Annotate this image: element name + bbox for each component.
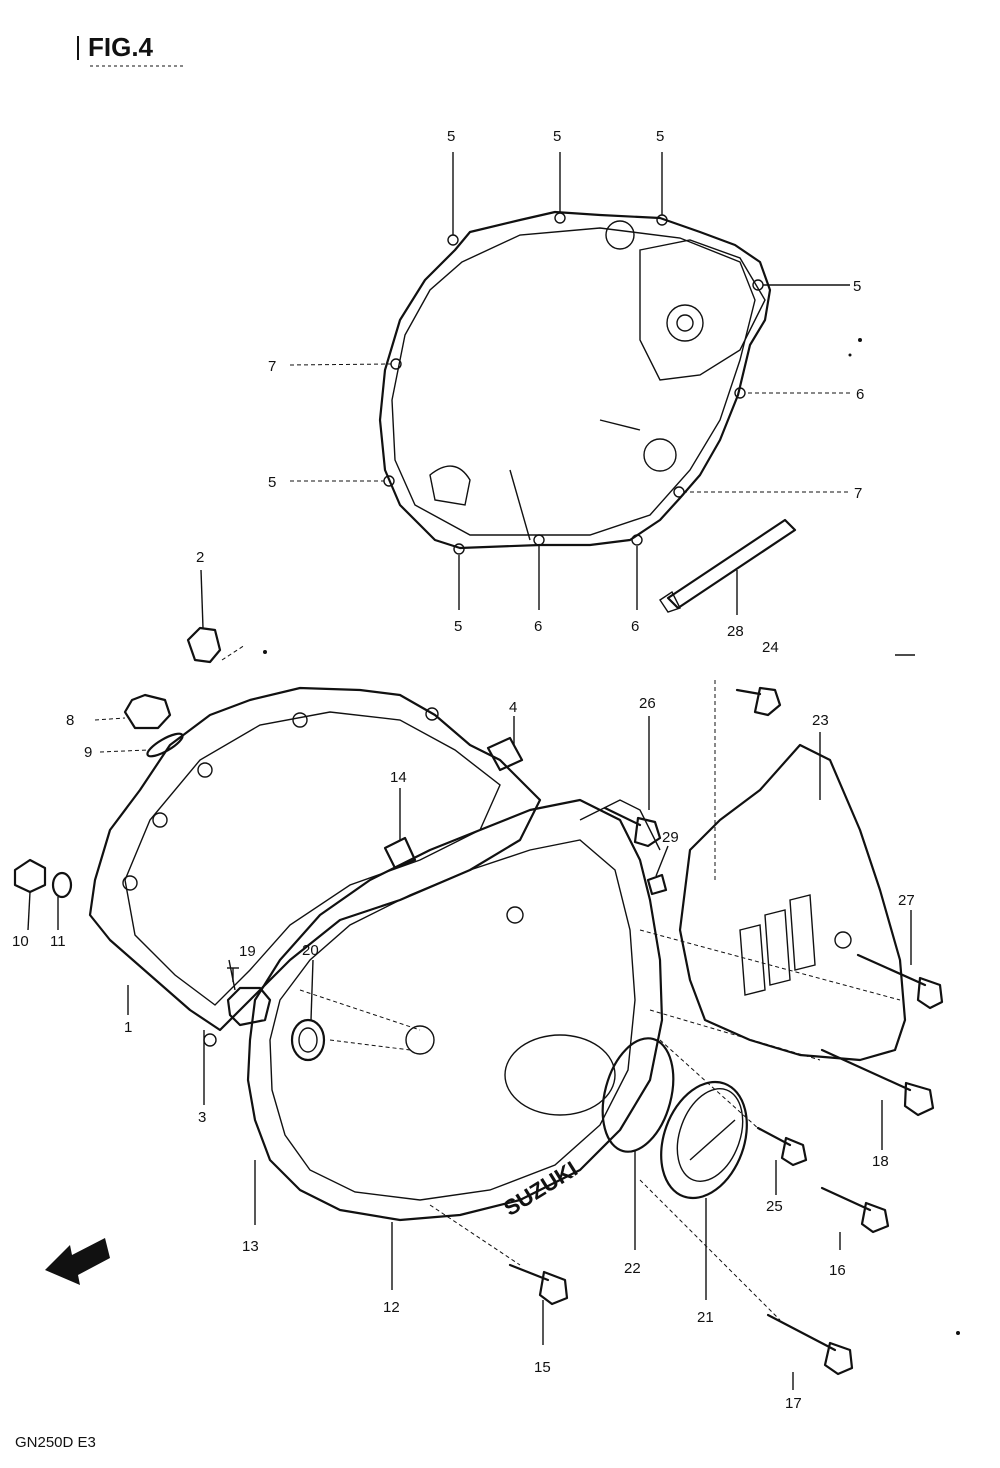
bolt-part-25 [756, 1126, 808, 1167]
callout-label: 5 [447, 128, 455, 145]
callout-label: 5 [553, 128, 561, 145]
callout-label: 24 [762, 639, 779, 656]
callout-label: 5 [656, 128, 664, 145]
callout-label: 28 [727, 623, 744, 640]
callout-label: 5 [454, 618, 462, 635]
callout-label: 19 [239, 943, 256, 960]
forward-direction-arrow-icon [45, 1238, 110, 1285]
callout-label: 2 [196, 549, 204, 566]
oil-plug-part-8 [123, 693, 172, 730]
callout-label: 23 [812, 712, 829, 729]
plug-part-19 [226, 986, 272, 1027]
bolt-part-27 [856, 953, 944, 1010]
callout-label: 21 [697, 1309, 714, 1326]
callout-label: 3 [198, 1109, 206, 1126]
figure-title: FIG.4 [88, 32, 154, 62]
callout-label: 14 [390, 769, 407, 786]
callout-label: 25 [766, 1198, 783, 1215]
grommet-part-29 [646, 873, 668, 896]
suzuki-emblem-text: SUZUKI [499, 1156, 582, 1221]
callout-label: 10 [12, 933, 29, 950]
bolt-part-18 [820, 1048, 935, 1117]
callout-label: 15 [534, 1359, 551, 1376]
callout-label: 5 [853, 278, 861, 295]
bolt-part-17 [766, 1313, 854, 1376]
oil-filler-cap-part-2 [186, 626, 222, 664]
callout-label: 27 [898, 892, 915, 909]
leader-lines [27, 152, 912, 1390]
callout-label: 7 [854, 485, 862, 502]
model-code: GN250D E3 [15, 1434, 96, 1451]
callout-label: 6 [631, 618, 639, 635]
o-ring-part-22 [601, 1037, 675, 1153]
callout-label: 12 [383, 1299, 400, 1316]
timing-cap-part-21 [660, 1080, 748, 1200]
clutch-cover-gasket [378, 210, 772, 555]
callout-label: 7 [268, 358, 276, 375]
o-ring-part-9 [146, 732, 184, 758]
washer-part-11 [51, 871, 73, 899]
bolt-part-26 [603, 806, 662, 848]
callout-label: 17 [785, 1395, 802, 1412]
callout-labels: 5 5 5 5 7 6 5 7 5 6 6 28 2 24 8 9 4 26 2… [12, 128, 915, 1412]
callout-label: 11 [50, 933, 66, 950]
crankcase-cover-part-12: SUZUKI [246, 798, 664, 1222]
oil-pipe-part-28 [659, 518, 797, 613]
callout-label: 22 [624, 1260, 641, 1277]
bolt-part-24 [735, 686, 782, 717]
oil-seal-part-20 [290, 1018, 326, 1062]
callout-label: 29 [662, 829, 679, 846]
callout-label: 20 [302, 942, 319, 959]
dowel-part-4 [486, 736, 524, 772]
callout-label: 6 [534, 618, 542, 635]
sprocket-cover-part-23 [678, 743, 907, 1062]
callout-label: 8 [66, 712, 74, 729]
callout-label: 16 [829, 1262, 846, 1279]
dowel-part-14 [383, 836, 417, 870]
callout-label: 6 [856, 386, 864, 403]
callout-label: 18 [872, 1153, 889, 1170]
callout-label: 1 [124, 1019, 132, 1036]
bolt-part-10 [13, 858, 47, 894]
callout-label: 9 [84, 744, 92, 761]
callout-label: 26 [639, 695, 656, 712]
callout-label: 4 [509, 699, 517, 716]
bolt-part-16 [820, 1186, 890, 1234]
callout-label: 13 [242, 1238, 259, 1255]
callout-label: 5 [268, 474, 276, 491]
bolt-part-15 [508, 1263, 569, 1306]
